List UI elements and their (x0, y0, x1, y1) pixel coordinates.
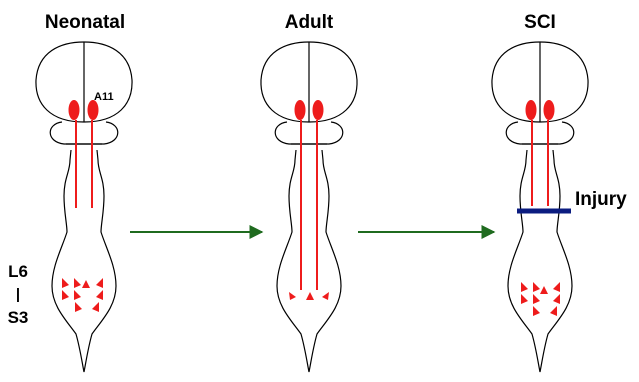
a11-label: A11 (94, 91, 114, 103)
panel-title-neonatal: Neonatal (45, 12, 125, 33)
terminal-arrowheads (289, 292, 329, 300)
arrowhead-icon (62, 278, 69, 288)
arrowhead-icon (289, 292, 296, 300)
arrowhead-icon (96, 290, 103, 300)
brain-outline (260, 41, 358, 145)
terminal-arrowheads (521, 282, 560, 316)
arrowhead-icon (306, 292, 314, 300)
neonatal-panel: A11 L6 | S3 (8, 41, 133, 373)
arrowhead-icon (92, 302, 99, 312)
arrowhead-icon (74, 278, 81, 288)
arrowhead-icon (553, 282, 560, 292)
panel-title-sci: SCI (524, 12, 556, 33)
segment-separator: | (16, 286, 20, 303)
spinal-cord-outline (276, 149, 342, 373)
spinal-cord-outline (507, 149, 573, 373)
arrowhead-icon (540, 286, 548, 294)
a11-nucleus-right (87, 100, 99, 120)
arrowhead-icon (553, 294, 560, 304)
arrowhead-icon (533, 306, 540, 316)
terminal-arrowheads (62, 278, 103, 312)
a11-nucleus-left (68, 100, 80, 120)
arrowhead-icon (550, 306, 557, 316)
arrowhead-icon (533, 282, 540, 292)
arrowhead-icon (62, 290, 69, 300)
arrowhead-icon (75, 302, 82, 312)
arrowhead-icon (82, 280, 90, 288)
a11-nucleus-right (543, 100, 555, 120)
spinal-cord-outline (51, 149, 117, 373)
segment-label-l6: L6 (8, 262, 28, 281)
arrowhead-icon (322, 292, 329, 300)
arrowhead-icon (533, 294, 540, 304)
segment-label-s3: S3 (8, 308, 29, 327)
a11-nucleus-right (312, 100, 324, 120)
brain-outline (35, 41, 133, 145)
arrowhead-icon (96, 278, 103, 288)
brain-outline (491, 41, 589, 145)
a11-nucleus-left (525, 100, 537, 120)
a11-nucleus-left (294, 100, 306, 120)
sci-panel: Injury (491, 41, 627, 373)
arrowhead-icon (74, 290, 81, 300)
panel-title-adult: Adult (285, 12, 334, 33)
adult-panel (260, 41, 358, 373)
arrowhead-icon (521, 282, 528, 292)
arrowhead-icon (521, 294, 528, 304)
injury-label: Injury (575, 189, 627, 210)
